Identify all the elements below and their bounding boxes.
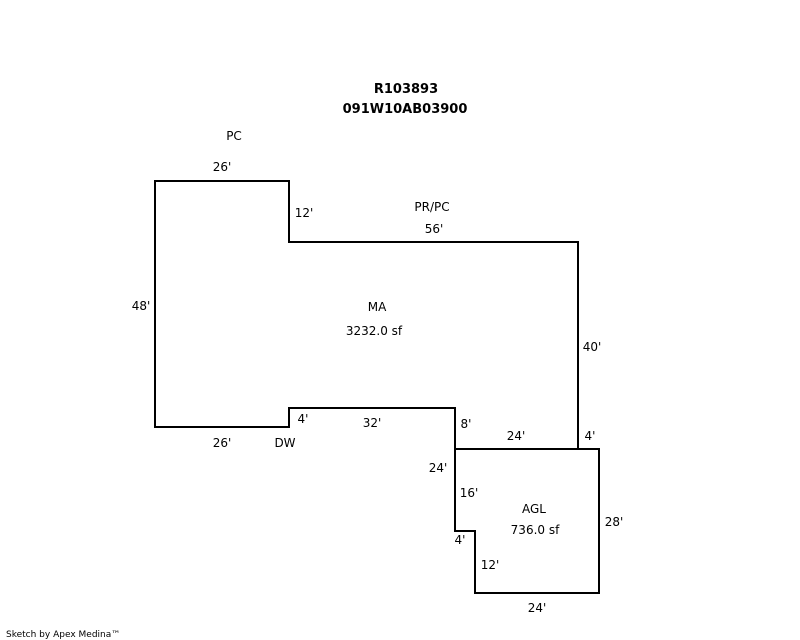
dimension-label: 16' <box>460 486 479 500</box>
main-area-size: 3232.0 sf <box>346 324 403 338</box>
sketch-credit: Sketch by Apex Medina™ <box>6 630 120 640</box>
dimension-label: 4' <box>585 429 596 443</box>
feature-label-pr-pc: PR/PC <box>414 200 449 214</box>
dimension-label: 56' <box>425 222 444 236</box>
dimension-label: 4' <box>298 412 309 426</box>
dimension-label: 24' <box>528 601 547 615</box>
dimension-label: 8' <box>461 417 472 431</box>
main-area-code: MA <box>368 300 387 314</box>
account-number: R103893 <box>374 82 438 97</box>
map-tax-lot: 091W10AB03900 <box>343 102 468 117</box>
dimension-label: 32' <box>363 416 382 430</box>
dimension-label: 28' <box>605 515 624 529</box>
dimension-label: 12' <box>481 558 500 572</box>
dimension-label: 26' <box>213 160 232 174</box>
main-area-outline <box>154 180 579 450</box>
dimension-label: 24' <box>429 461 448 475</box>
feature-label-pc: PC <box>226 129 242 143</box>
feature-label-dw: DW <box>274 436 295 450</box>
garage-area-size: 736.0 sf <box>511 523 560 537</box>
dimension-label: 26' <box>213 436 232 450</box>
dimension-label: 4' <box>455 533 466 547</box>
dimension-label: 40' <box>583 340 602 354</box>
dimension-label: 12' <box>295 206 314 220</box>
garage-area-code: AGL <box>522 502 546 516</box>
dimension-label: 24' <box>507 429 526 443</box>
garage-outline <box>454 448 600 594</box>
dimension-label: 48' <box>132 299 151 313</box>
